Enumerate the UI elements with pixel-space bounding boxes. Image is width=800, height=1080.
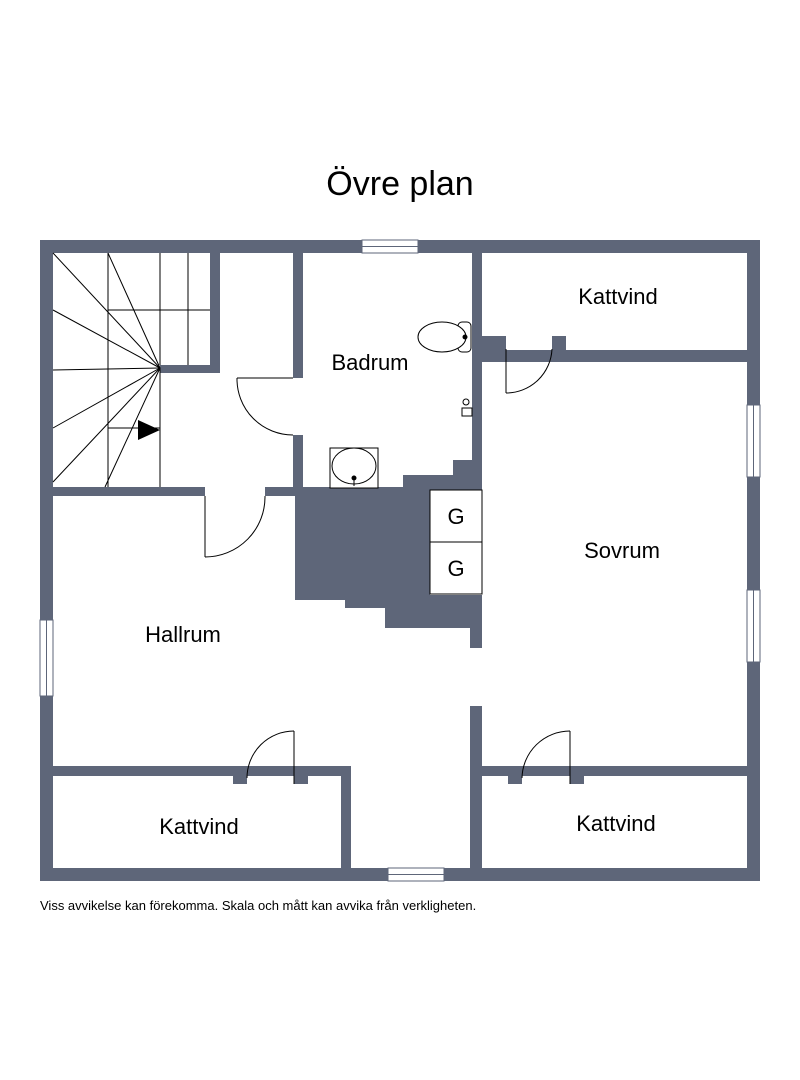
room-label-hall: Hallrum bbox=[145, 622, 221, 647]
sink-icon bbox=[329, 447, 379, 489]
closets bbox=[429, 489, 483, 595]
room-label-attic-bottom-left: Kattvind bbox=[159, 814, 239, 839]
closet-lower-label: G bbox=[447, 556, 464, 581]
closet-lower bbox=[429, 541, 483, 595]
doors bbox=[204, 348, 571, 784]
toilet-icon bbox=[417, 321, 472, 353]
chimney-block bbox=[295, 460, 482, 648]
shower-valve-icon bbox=[461, 398, 473, 417]
interior-walls bbox=[53, 253, 747, 871]
room-label-attic-top-right: Kattvind bbox=[578, 284, 658, 309]
window-bottom bbox=[387, 867, 445, 882]
room-label-bedroom: Sovrum bbox=[584, 538, 660, 563]
window-left bbox=[39, 619, 54, 697]
closet-upper-label: G bbox=[447, 504, 464, 529]
disclaimer-text: Viss avvikelse kan förekomma. Skala och … bbox=[40, 898, 477, 913]
window-top bbox=[361, 239, 419, 254]
wall-left bbox=[40, 240, 53, 881]
window-right-lower bbox=[746, 589, 761, 663]
closet-upper bbox=[429, 489, 483, 543]
room-label-bathroom: Badrum bbox=[331, 350, 408, 375]
wall-stair-right bbox=[210, 253, 220, 373]
room-label-attic-bottom-right: Kattvind bbox=[576, 811, 656, 836]
window-right-upper bbox=[746, 404, 761, 478]
windows bbox=[39, 239, 761, 882]
staircase bbox=[52, 252, 210, 488]
stair-direction-arrow bbox=[138, 420, 160, 440]
wall-right bbox=[747, 240, 760, 881]
page-title: Övre plan bbox=[326, 165, 474, 203]
